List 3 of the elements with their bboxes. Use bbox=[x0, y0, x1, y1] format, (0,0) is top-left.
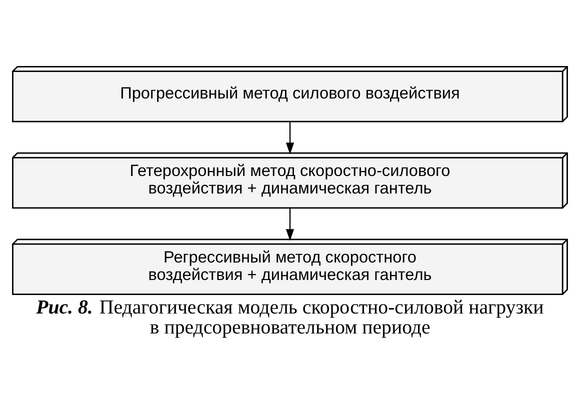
arrow bbox=[286, 122, 294, 154]
caption: Рис. 8. Педагогическая модель скоростно-силовой нагрузки в предсоревновательном периоде bbox=[36, 296, 544, 339]
arrow bbox=[286, 208, 294, 241]
